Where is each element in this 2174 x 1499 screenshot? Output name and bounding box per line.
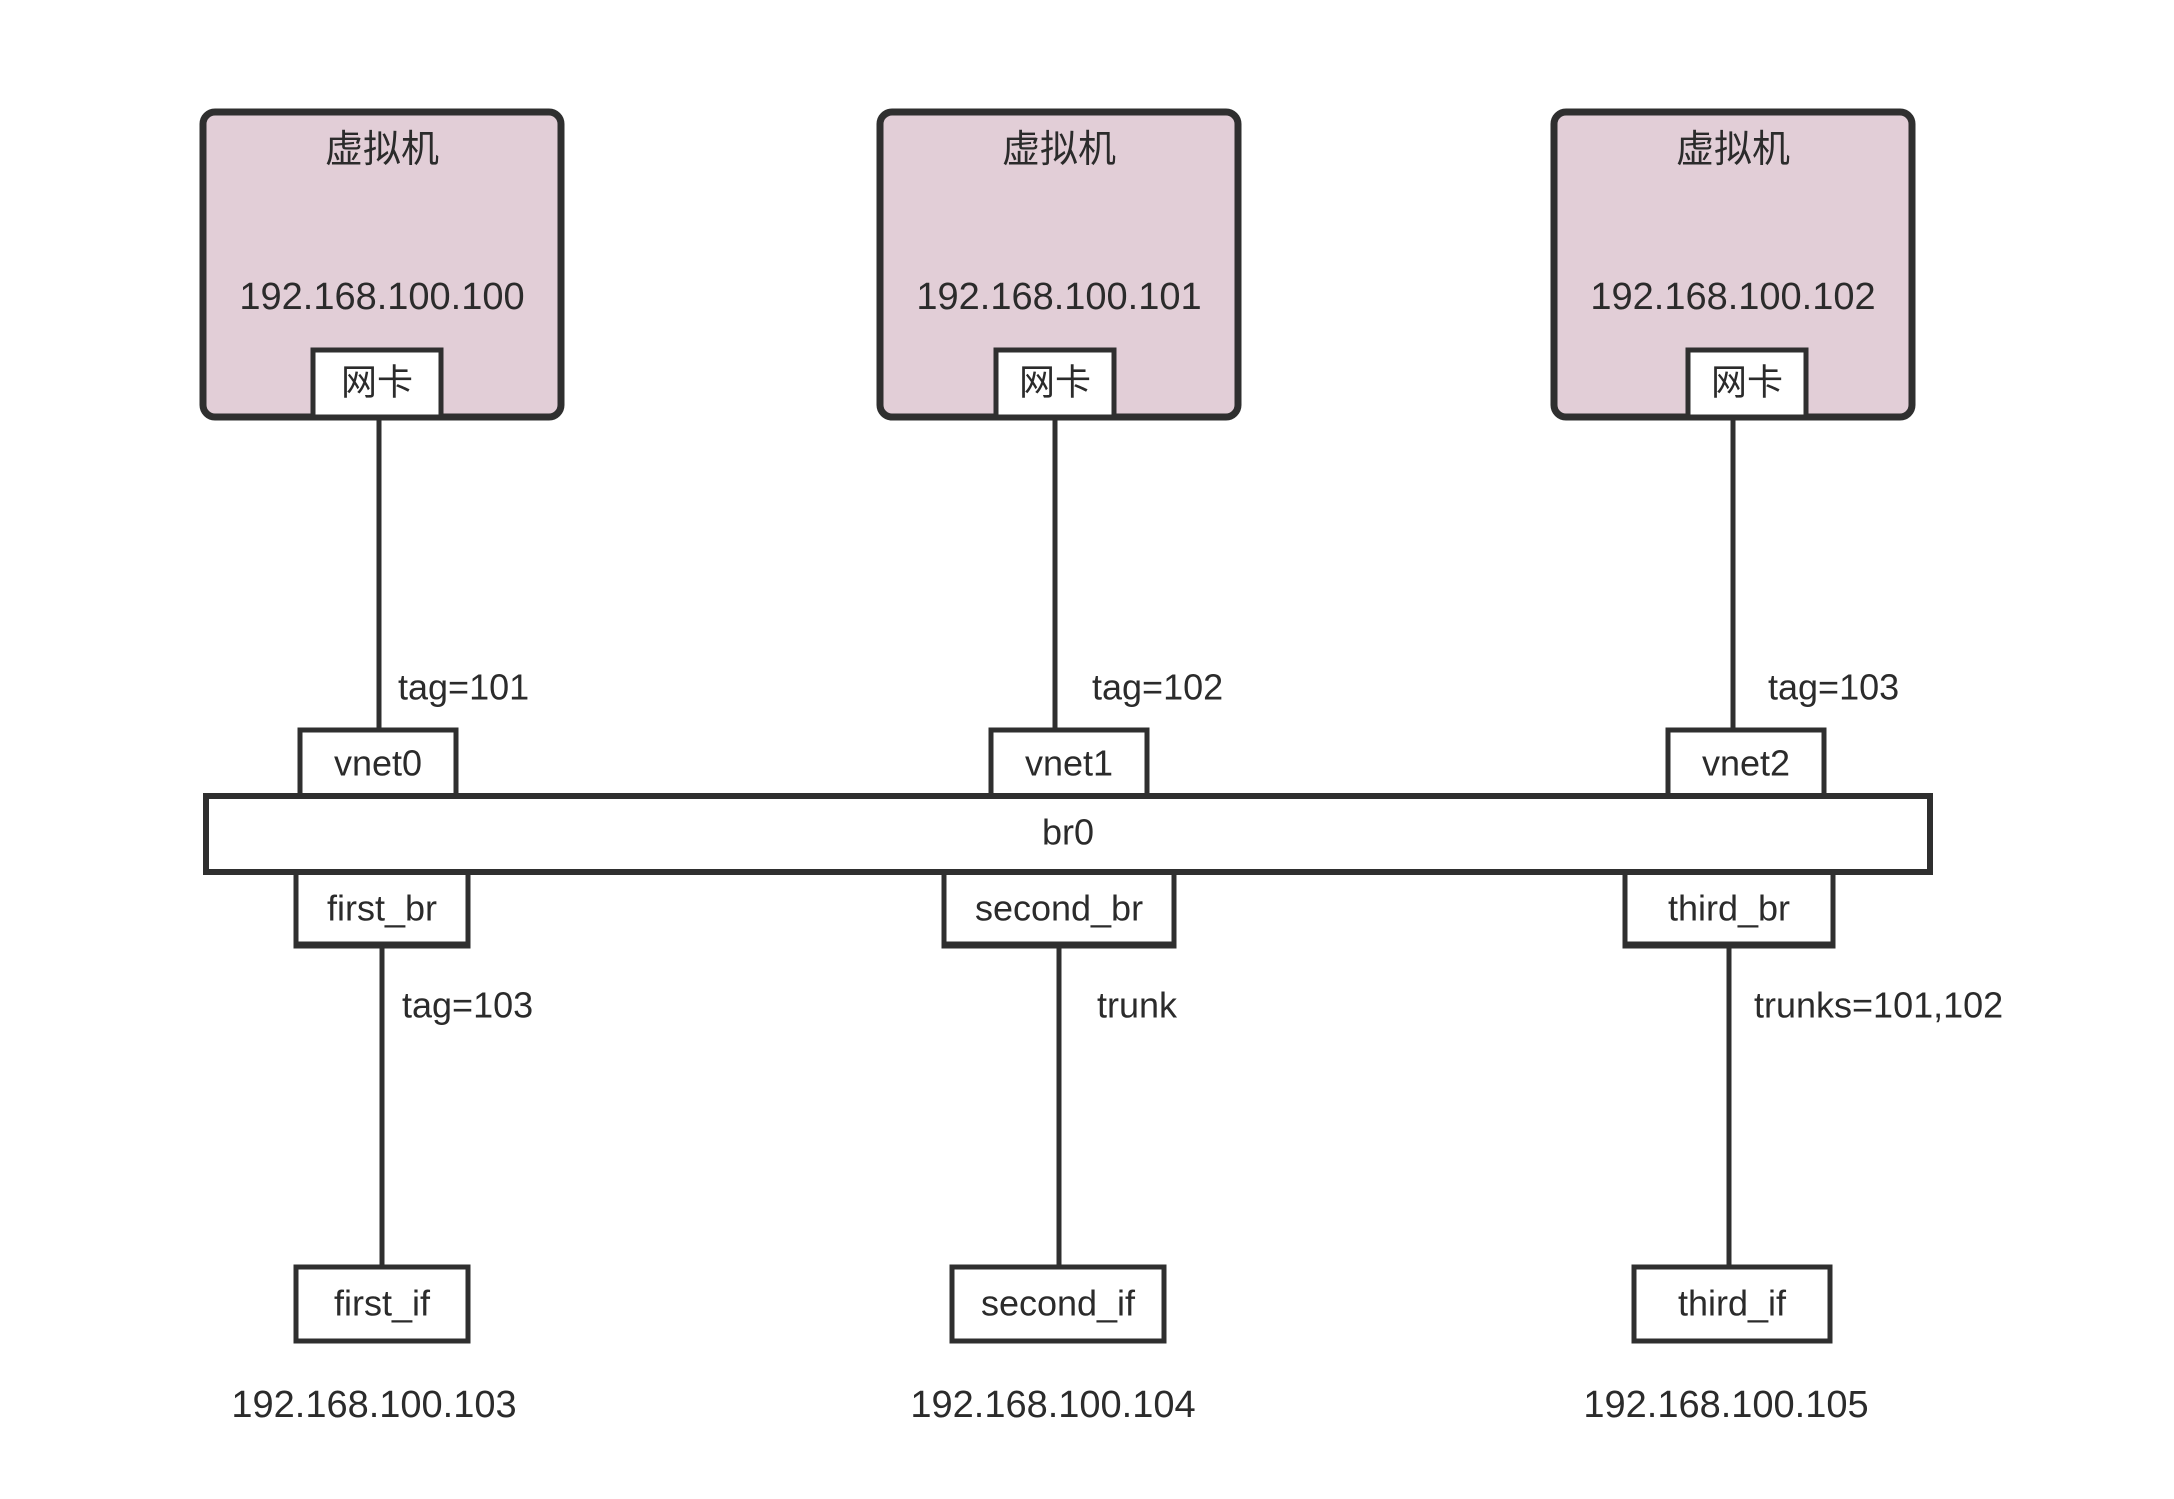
nic-box-3[interactable] bbox=[1685, 347, 1809, 420]
vnet-label-1: vnet1 bbox=[1025, 743, 1113, 784]
vnet-label-2: vnet2 bbox=[1702, 743, 1790, 784]
vm-ip-1: 192.168.100.100 bbox=[239, 276, 524, 318]
vm-title-2: 虚拟机 bbox=[1002, 129, 1116, 171]
bridge-port-label-1: second_br bbox=[975, 888, 1143, 929]
bridge-port-label-2: third_br bbox=[1668, 888, 1790, 929]
vm-title-1: 虚拟机 bbox=[325, 129, 439, 171]
vm-title-3: 虚拟机 bbox=[1676, 129, 1790, 171]
vm-ip-2: 192.168.100.101 bbox=[916, 276, 1201, 318]
interface-ip-1: 192.168.100.104 bbox=[910, 1384, 1195, 1426]
interface-label-1: second_if bbox=[981, 1283, 1136, 1324]
vm-group-1[interactable]: 虚拟机 192.168.100.100 网卡 bbox=[199, 108, 565, 421]
interface-box-1[interactable] bbox=[949, 1264, 1167, 1344]
nic-label-3: 网卡 bbox=[1711, 362, 1783, 403]
interface-ip-0: 192.168.100.103 bbox=[231, 1384, 516, 1426]
nic-label-1: 网卡 bbox=[341, 362, 413, 403]
edge-label-tag-secondbr: trunk bbox=[1097, 985, 1178, 1026]
interface-label-0: first_if bbox=[334, 1283, 431, 1324]
nic-box-1[interactable] bbox=[310, 347, 444, 420]
edge-label-tag-vnet1: tag=102 bbox=[1092, 667, 1223, 708]
edge-label-tag-thirdbr: trunks=101,102 bbox=[1754, 985, 2003, 1026]
vm-group-3[interactable]: 虚拟机 192.168.100.102 网卡 bbox=[1550, 108, 1916, 421]
bridge-bar-br0[interactable] bbox=[203, 793, 1933, 875]
vm-group-2[interactable]: 虚拟机 192.168.100.101 网卡 bbox=[876, 108, 1242, 421]
edge-label-tag-vnet2: tag=103 bbox=[1768, 667, 1899, 708]
edge-label-tag-firstbr: tag=103 bbox=[402, 985, 533, 1026]
nic-label-2: 网卡 bbox=[1019, 362, 1091, 403]
vnet-label-0: vnet0 bbox=[334, 743, 422, 784]
bridge-port-label-0: first_br bbox=[327, 888, 437, 929]
edge-label-tag-vnet0: tag=101 bbox=[398, 667, 529, 708]
interface-ip-2: 192.168.100.105 bbox=[1583, 1384, 1868, 1426]
interface-label-2: third_if bbox=[1678, 1283, 1787, 1324]
overlap-restroke bbox=[293, 730, 1836, 947]
interface-box-2[interactable] bbox=[1631, 1264, 1833, 1344]
vm-ip-3: 192.168.100.102 bbox=[1590, 276, 1875, 318]
bridge-label-br0: br0 bbox=[1042, 812, 1094, 853]
interface-box-0[interactable] bbox=[293, 1264, 471, 1344]
